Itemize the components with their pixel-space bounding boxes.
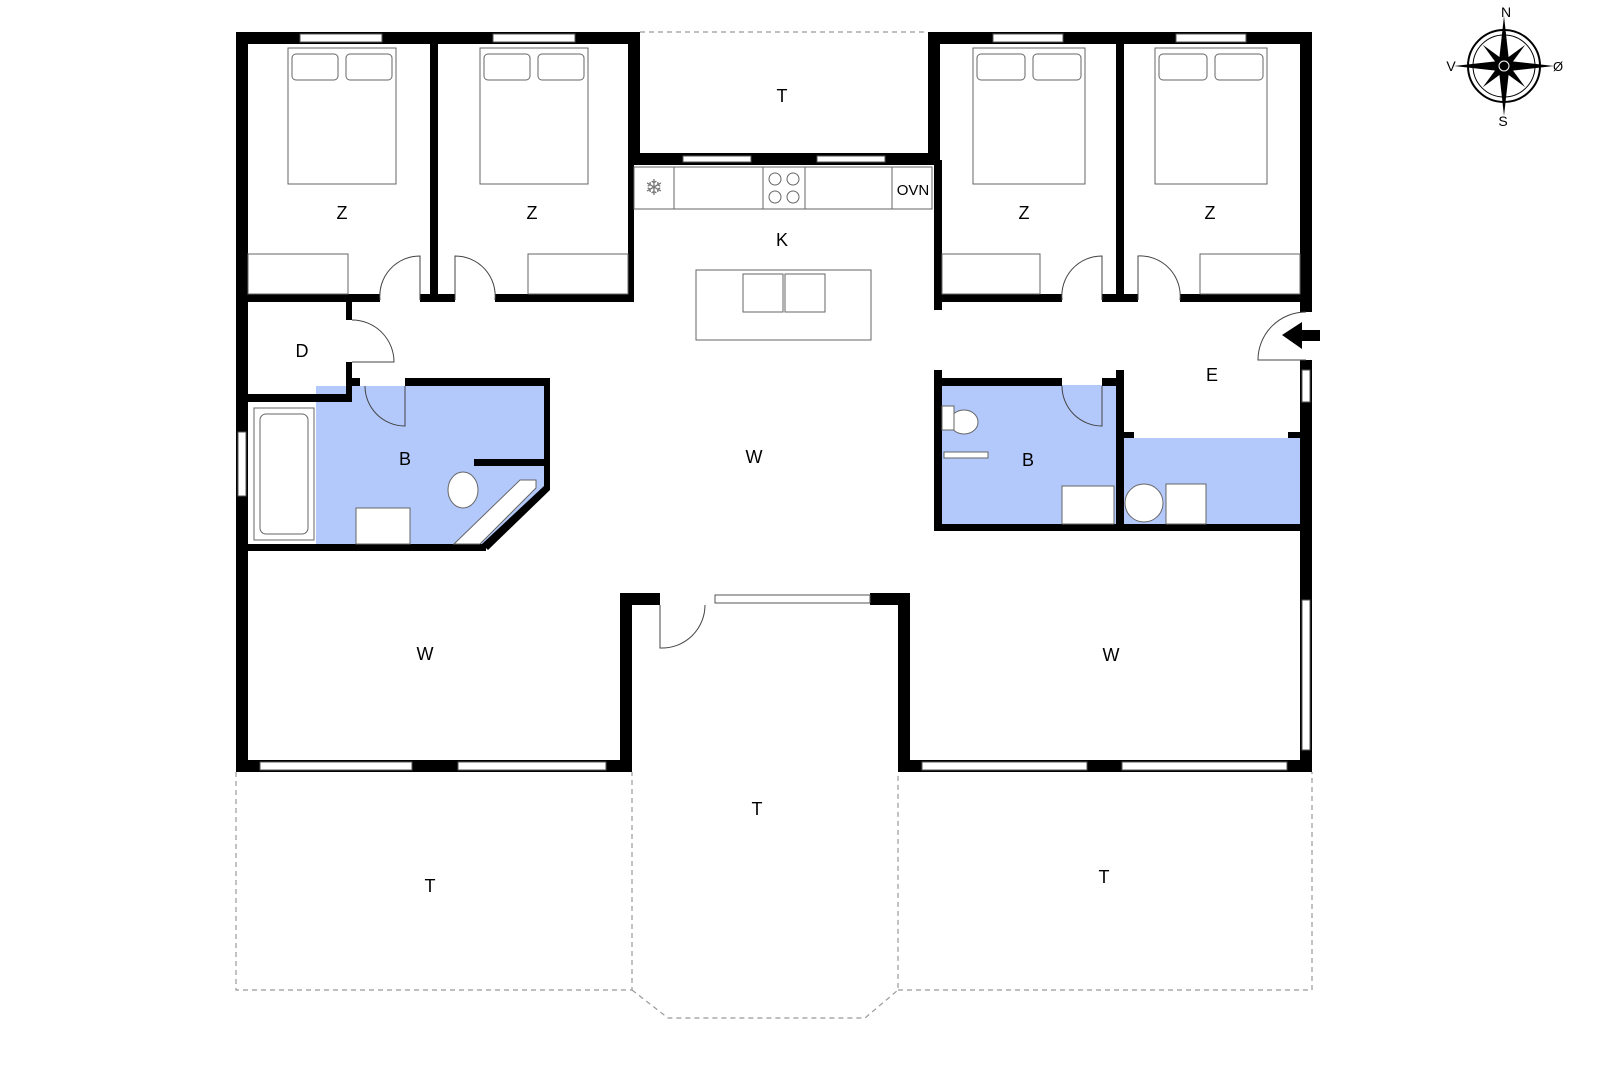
door-bedroom-2 [454, 255, 496, 301]
windows [237, 33, 1311, 771]
bathroom-left-floor [316, 386, 544, 544]
washbasin-icon [1061, 485, 1115, 525]
door-bathroom-right [1061, 385, 1103, 427]
label-bedroom-4: Z [1205, 203, 1216, 223]
toilet-icon [447, 471, 479, 509]
shower-bar [943, 451, 989, 459]
label-terrace-left: T [425, 876, 436, 896]
dishwasher-icon [784, 273, 826, 313]
stove-icon [762, 166, 806, 210]
label-bathroom-right: B [1022, 450, 1034, 470]
terrace-right-outline [898, 772, 1313, 991]
terrace-left-outline [235, 772, 633, 991]
compass-rose-icon: N S V Ø [1446, 4, 1563, 129]
shower-screen [452, 479, 537, 545]
washing-machine-icon [1124, 483, 1164, 523]
label-living-right: W [1103, 645, 1120, 665]
terrace-center-outline [631, 772, 899, 1019]
label-bedroom-3: Z [1019, 203, 1030, 223]
freezer-icon [633, 166, 675, 210]
label-bedroom-1: Z [337, 203, 348, 223]
compass-west: V [1446, 58, 1456, 74]
bed-icon [247, 47, 397, 295]
label-entrance: E [1206, 365, 1218, 385]
door-bedroom-4 [1137, 255, 1181, 301]
bed-icon [1154, 47, 1301, 295]
compass-east: Ø [1553, 59, 1563, 74]
door-bedroom-3 [1061, 255, 1103, 301]
entrance-arrow-icon [1282, 322, 1320, 349]
label-terrace-center: T [752, 799, 763, 819]
oven-box [891, 166, 933, 210]
compass-north: N [1501, 4, 1511, 20]
label-bedroom-2: Z [527, 203, 538, 223]
terraces [235, 31, 1313, 1019]
label-oven: OVN [897, 182, 930, 199]
label-closet: D [296, 341, 309, 361]
doors [351, 255, 1307, 649]
bathtub-icon [253, 407, 315, 541]
label-bathroom-left: B [399, 449, 411, 469]
door-terrace[interactable] [659, 604, 706, 649]
toilet-tank [941, 405, 955, 431]
furniture: ❄ [247, 47, 1301, 545]
dryer-icon [1165, 483, 1207, 525]
door-closet [351, 319, 395, 363]
bed-icon [479, 47, 629, 295]
sink-icon [742, 273, 784, 313]
room-labels: T Z Z Z Z K OVN D B B W W W E T T T [296, 86, 1219, 896]
label-living-center: W [746, 447, 763, 467]
label-kitchen: K [776, 230, 788, 250]
label-terrace-right: T [1099, 867, 1110, 887]
label-living-left: W [417, 644, 434, 664]
label-terrace-top: T [777, 86, 788, 106]
compass-south: S [1498, 113, 1507, 129]
door-bathroom-left [364, 385, 406, 427]
door-entrance[interactable] [1257, 311, 1307, 361]
washbasin-icon [355, 507, 411, 545]
bed-icon [941, 47, 1086, 295]
snowflake-icon: ❄ [645, 175, 663, 200]
door-bedroom-1 [379, 255, 421, 301]
